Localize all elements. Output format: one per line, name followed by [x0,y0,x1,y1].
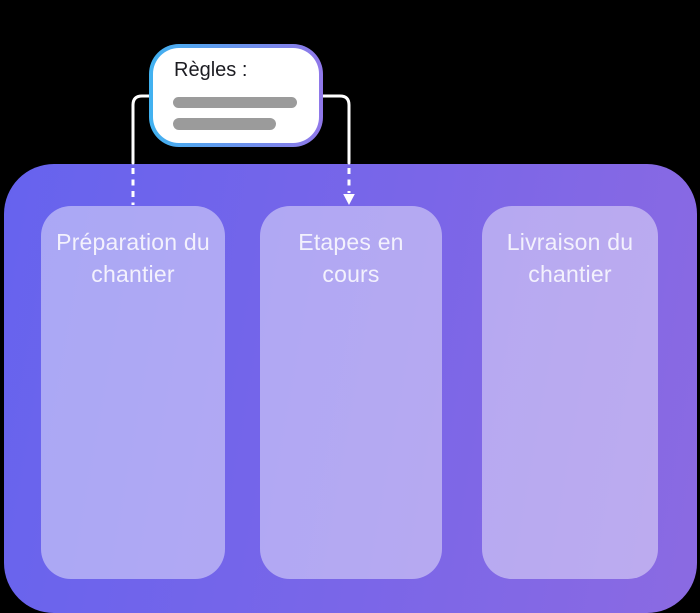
board-column-livraison: Livraison du chantier [482,206,658,579]
column-title-etapes-en-cours: Etapes en cours [298,229,404,287]
column-title-livraison: Livraison du chantier [506,229,634,287]
placeholder-line [173,97,297,108]
board-column-etapes-en-cours: Etapes en cours [260,206,442,579]
board-column-preparation: Préparation du chantier [41,206,225,579]
placeholder-line [173,118,276,130]
rules-callout-body: Règles : [153,48,319,143]
kanban-board: Préparation du chantier Etapes en cours … [4,164,697,613]
connector-right-solid [321,94,351,165]
rules-callout-title: Règles : [174,59,248,81]
connector-left-solid [131,94,151,165]
column-title-preparation: Préparation du chantier [56,229,210,287]
rules-callout: Règles : [149,44,323,147]
